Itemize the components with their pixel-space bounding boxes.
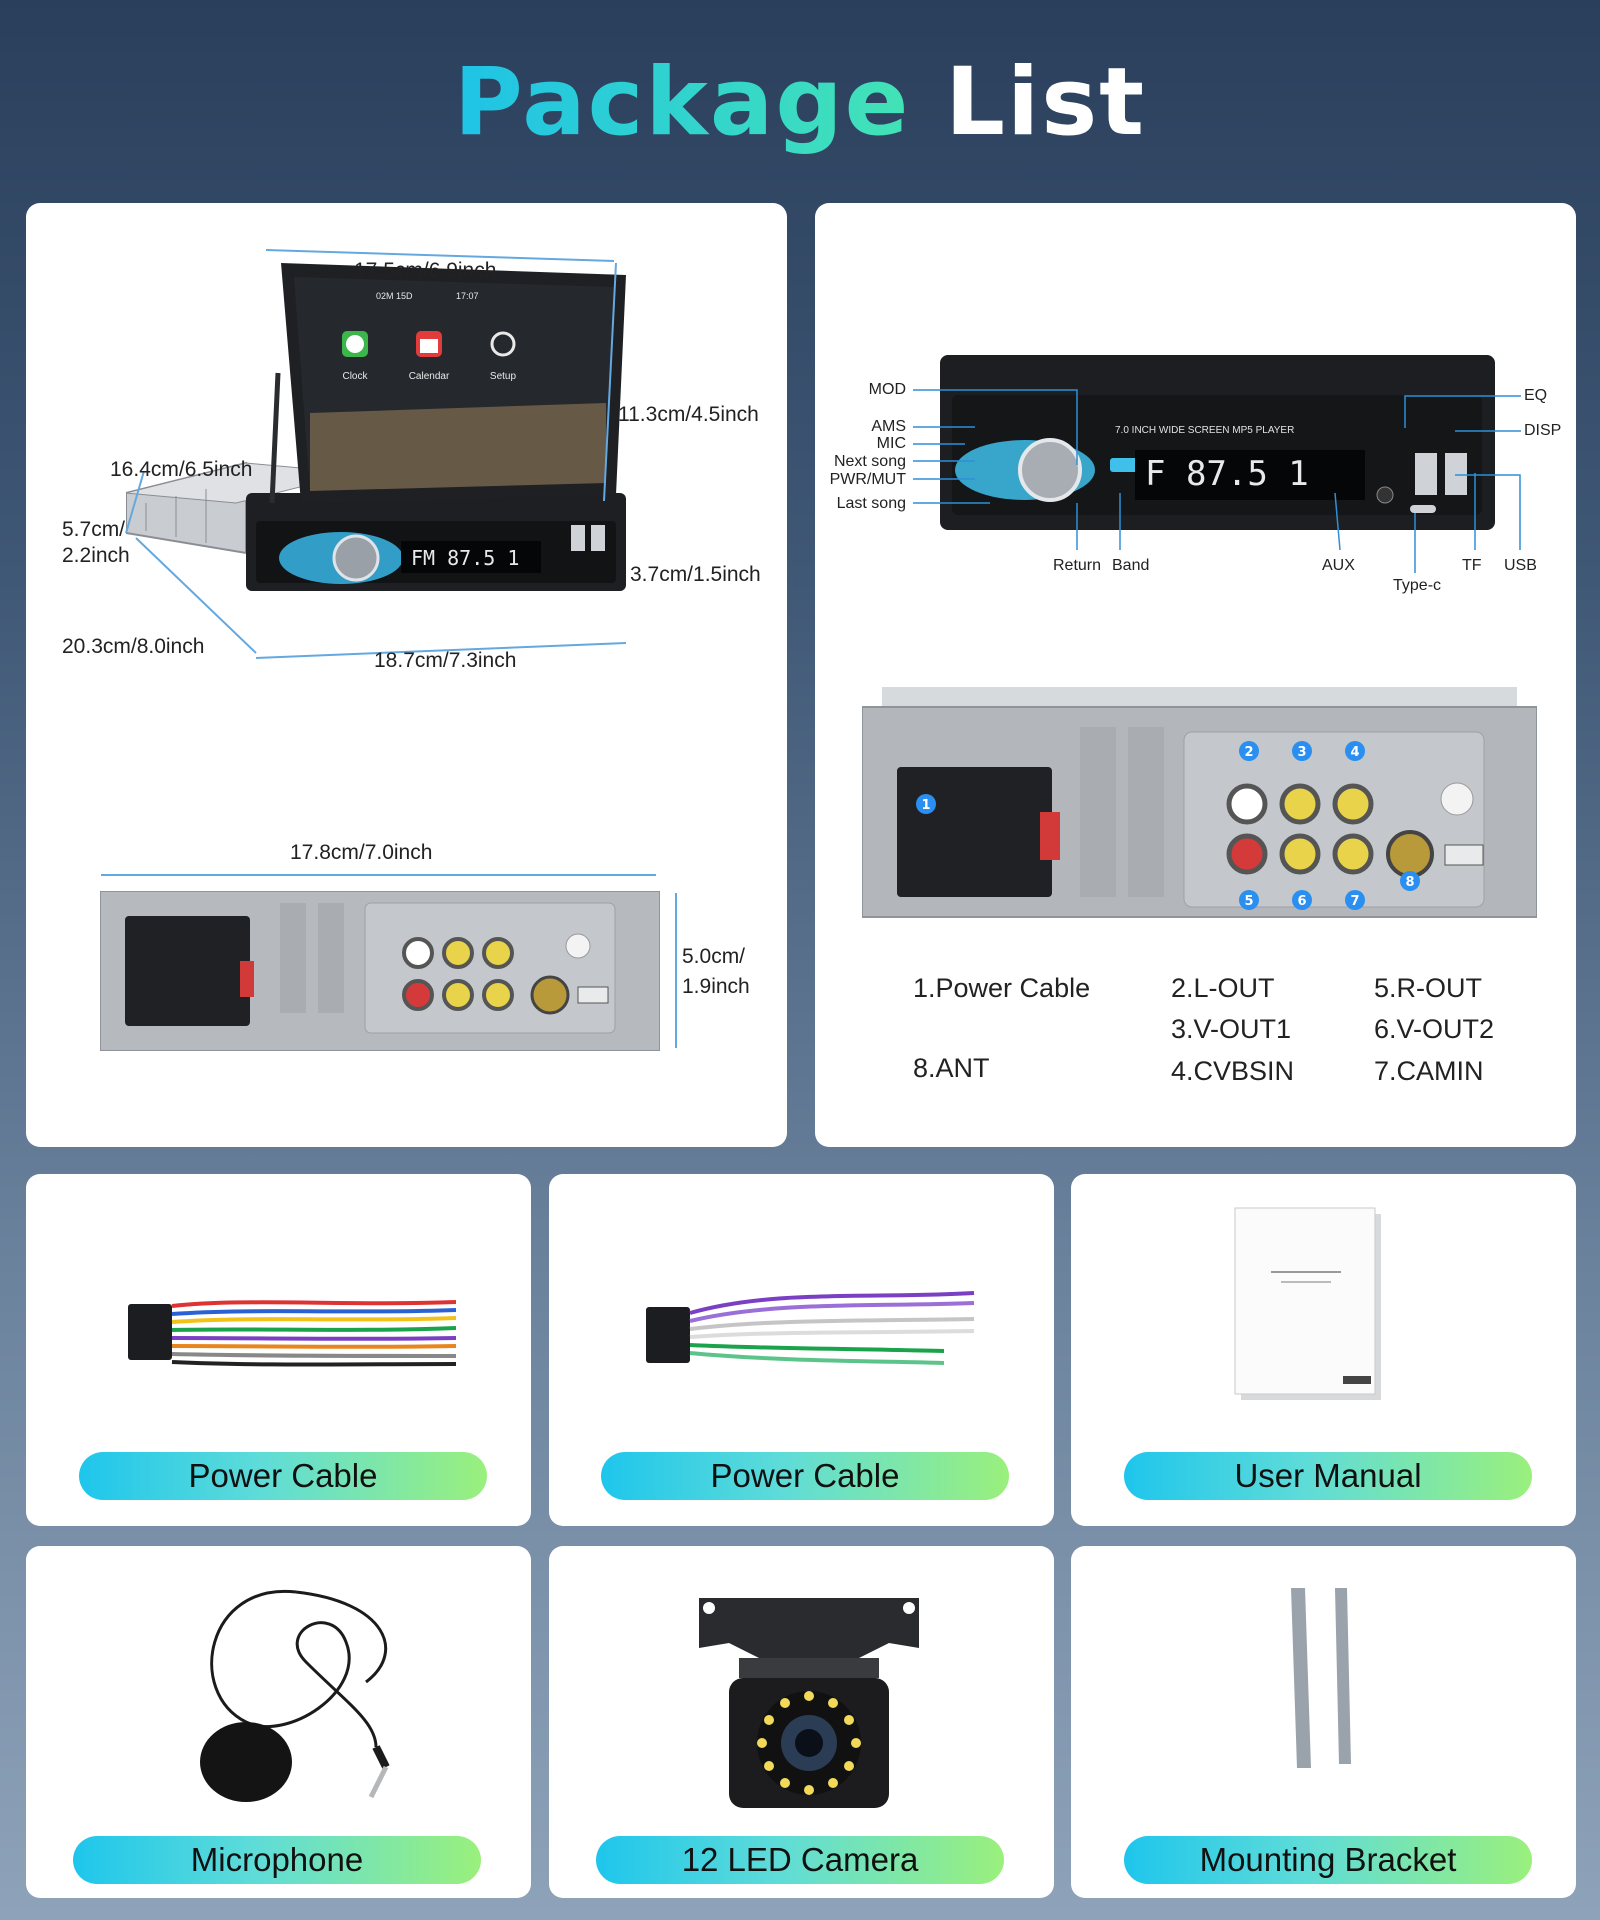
head-unit-illustration: Clock Calendar Setup 02M 15D 17:07 FM 87… — [126, 263, 626, 591]
item-label-user-manual: User Manual — [1124, 1452, 1532, 1500]
item-label-power-cable-2: Power Cable — [601, 1452, 1009, 1500]
app-calendar-label: Calendar — [409, 371, 450, 382]
page-title: Package List — [0, 48, 1600, 157]
app-clock-label: Clock — [342, 371, 368, 382]
item-label-camera: 12 LED Camera — [596, 1836, 1004, 1884]
item-card-camera: 12 LED Camera — [549, 1546, 1054, 1898]
legend-l-out: 2.L-OUT — [1171, 973, 1275, 1003]
item-label-microphone: Microphone — [73, 1836, 481, 1884]
item-card-power-cable-2: Power Cable — [549, 1174, 1054, 1526]
callout-lines — [913, 389, 1521, 573]
rear-panel-large — [862, 687, 1537, 918]
power-cable-2-image — [646, 1291, 975, 1365]
item-card-mounting-bracket: Mounting Bracket — [1071, 1546, 1576, 1898]
front-panel-model: 7.0 INCH WIDE SCREEN MP5 PLAYER — [1115, 425, 1294, 436]
dim-body-height-l1: 5.7cm/ — [62, 518, 126, 541]
badge-1: 1 — [921, 798, 930, 813]
item-label-power-cable-1: Power Cable — [79, 1452, 487, 1500]
dim-front-width: 18.7cm/7.3inch — [374, 649, 517, 672]
ports-card: F 87.5 1 7.0 INCH WIDE SCREEN MP5 PLAYER… — [815, 203, 1576, 1147]
microphone-image — [200, 1589, 390, 1802]
label-usb: USB — [1504, 557, 1537, 574]
front-lcd-text: FM 87.5 1 — [411, 546, 519, 570]
legend-r-out: 5.R-OUT — [1374, 973, 1482, 1003]
label-type-c: Type-c — [1393, 577, 1442, 594]
badge-2: 2 — [1244, 745, 1253, 760]
badge-7: 7 — [1350, 894, 1359, 909]
label-tf: TF — [1462, 557, 1482, 574]
label-next-song: Next song — [833, 453, 906, 470]
label-disp: DISP — [1524, 422, 1562, 439]
badge-6: 6 — [1297, 894, 1306, 909]
label-pwr-mut: PWR/MUT — [829, 471, 906, 488]
legend-cvbsin: 4.CVBSIN — [1171, 1056, 1295, 1086]
app-setup-label: Setup — [490, 371, 517, 382]
dim-screen-depth: 16.4cm/6.5inch — [110, 458, 253, 481]
rear-panel-small — [100, 891, 660, 1051]
dim-front-height: 3.7cm/1.5inch — [630, 563, 761, 586]
front-panel-lcd: F 87.5 1 — [1145, 454, 1309, 494]
label-eq: EQ — [1524, 387, 1548, 404]
label-return: Return — [1053, 557, 1102, 574]
dim-width-top: 17.5cm/6.9inch — [354, 259, 497, 282]
badge-3: 3 — [1297, 745, 1306, 760]
legend-ant: 8.ANT — [913, 1053, 990, 1083]
power-cable-image — [128, 1300, 457, 1367]
label-band: Band — [1112, 557, 1150, 574]
front-panel-illustration: F 87.5 1 7.0 INCH WIDE SCREEN MP5 PLAYER — [940, 355, 1495, 530]
screen-status: 02M 15D — [376, 291, 413, 301]
badge-4: 4 — [1350, 745, 1359, 760]
dim-body-height-l2: 2.2inch — [62, 544, 130, 567]
item-card-user-manual: User Manual — [1071, 1174, 1576, 1526]
camera-image — [699, 1598, 919, 1808]
label-mod: MOD — [868, 381, 906, 398]
gear-icon — [490, 331, 516, 357]
badge-8: 8 — [1405, 875, 1414, 890]
port-badges: 1 2 3 4 5 6 7 8 — [916, 741, 1420, 910]
dim-body-depth: 20.3cm/8.0inch — [62, 635, 205, 658]
title-part2: List — [945, 48, 1147, 157]
legend-v-out1: 3.V-OUT1 — [1171, 1014, 1292, 1044]
item-card-microphone: Microphone — [26, 1546, 531, 1898]
dim-rear-height-l2: 1.9inch — [682, 975, 750, 998]
dim-rear-height-l1: 5.0cm/ — [682, 945, 746, 968]
item-label-mounting-bracket: Mounting Bracket — [1124, 1836, 1532, 1884]
badge-5: 5 — [1244, 894, 1253, 909]
dimensions-card: Clock Calendar Setup 02M 15D 17:07 FM 87… — [26, 203, 787, 1147]
user-manual-image — [1234, 1207, 1381, 1400]
label-last-song: Last song — [836, 495, 906, 512]
dimension-lines — [101, 249, 677, 1048]
legend-camin: 7.CAMIN — [1374, 1056, 1484, 1086]
screen-time: 17:07 — [456, 291, 479, 301]
item-card-power-cable-1: Power Cable — [26, 1174, 531, 1526]
title-part1: Package — [453, 48, 911, 157]
label-mic: MIC — [876, 435, 906, 452]
legend-power-cable: 1.Power Cable — [913, 973, 1091, 1003]
dim-screen-height: 11.3cm/4.5inch — [618, 403, 759, 426]
label-aux: AUX — [1322, 557, 1355, 574]
legend-v-out2: 6.V-OUT2 — [1374, 1014, 1495, 1044]
mounting-bracket-image — [1291, 1588, 1351, 1768]
dim-rear-width: 17.8cm/7.0inch — [290, 841, 433, 864]
label-ams: AMS — [871, 418, 906, 435]
